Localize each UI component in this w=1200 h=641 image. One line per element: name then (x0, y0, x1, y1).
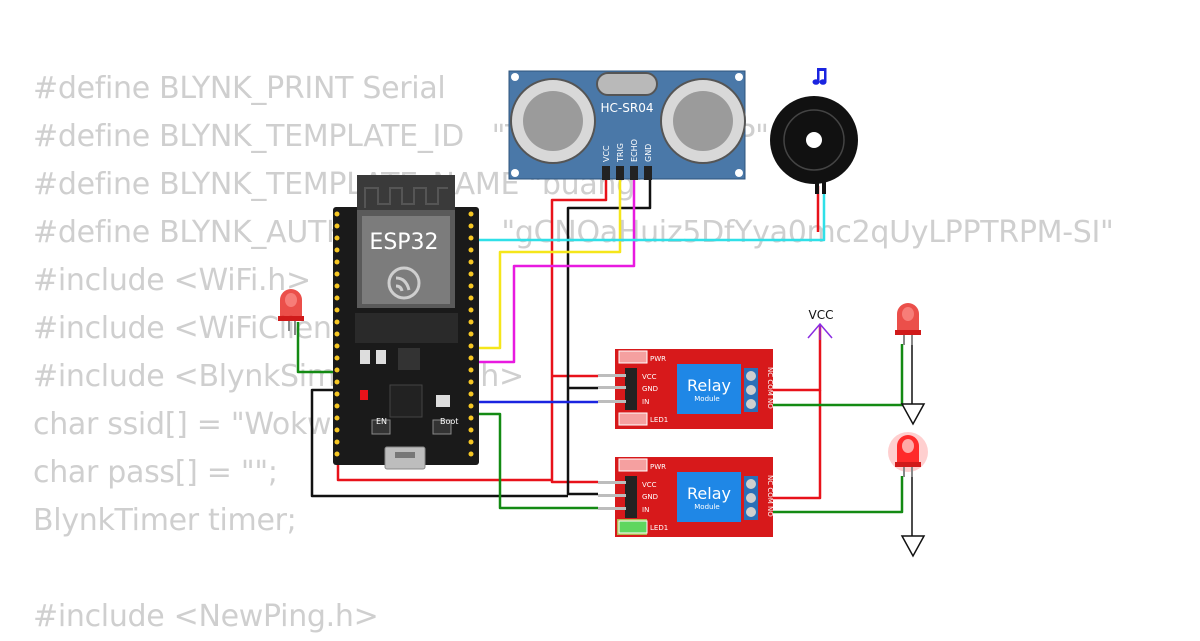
relay1-title: Relay (687, 376, 731, 395)
music-note-icon (812, 68, 827, 85)
relay-module-2[interactable]: PWR VCC GND IN Relay Module NC COM NO LE… (598, 457, 774, 537)
sensor-label: HC-SR04 (601, 101, 654, 115)
relay2-pin-gnd: GND (642, 493, 658, 501)
led-left[interactable] (278, 289, 304, 335)
ground-symbol-2 (900, 535, 926, 558)
sensor-pin-trig: TRIG (616, 143, 625, 163)
code-line: BlynkTimer timer; (33, 503, 297, 538)
vcc-symbol: VCC (807, 308, 834, 340)
code-line: char pass[] = ""; (33, 455, 278, 490)
wire-green-led-left (296, 322, 334, 374)
code-line: #define BLYNK_PRINT Serial (33, 71, 446, 106)
relay1-pin-in: IN (642, 398, 649, 406)
relay1-pin-vcc: VCC (642, 373, 657, 381)
code-line: #include <WiFi.h> (33, 263, 311, 298)
esp32-en-label: EN (376, 417, 387, 426)
wire-black-sensor-gnd (566, 178, 652, 496)
wire-red-sensor-vcc (550, 178, 608, 484)
relay2-subtitle: Module (694, 503, 719, 511)
ground-symbol-1 (900, 403, 926, 426)
relay1-led-label: LED1 (650, 416, 668, 424)
wire-yellow-trig (470, 178, 622, 350)
wire-red-relay2-com (752, 390, 822, 500)
sensor-pin-gnd: GND (644, 144, 653, 162)
wire-black-esp-gnd (310, 388, 568, 498)
relay2-pin-in: IN (642, 506, 649, 514)
esp32-board[interactable]: ESP32 EN Boot (333, 175, 479, 470)
relay1-terminals: NC COM NO (766, 367, 774, 409)
buzzer[interactable] (770, 96, 858, 194)
wire-red-esp-3v3 (336, 458, 552, 482)
wire-green-relay2-in (470, 412, 598, 510)
relay2-led-label: LED1 (650, 524, 668, 532)
relay1-subtitle: Module (694, 395, 719, 403)
vcc-label: VCC (809, 308, 834, 322)
led-right-2[interactable] (888, 432, 928, 477)
esp32-boot-label: Boot (440, 417, 458, 426)
wire-green-relay2-led (752, 476, 904, 514)
relay2-terminals: NC COM NO (766, 475, 774, 517)
relay1-pin-gnd: GND (642, 385, 658, 393)
sensor-pin-vcc: VCC (602, 145, 611, 162)
relay1-pwr-label: PWR (650, 355, 666, 363)
wire-magenta-echo (470, 178, 636, 364)
relay-module-1[interactable]: PWR VCC GND IN Relay Module NC COM NO LE… (598, 349, 774, 429)
code-line: #include <NewPing.h> (33, 599, 379, 634)
led-right-1[interactable] (895, 303, 921, 345)
relay2-pin-vcc: VCC (642, 481, 657, 489)
relay2-pwr-label: PWR (650, 463, 666, 471)
hc-sr04-sensor[interactable]: HC-SR04 VCC TRIG ECHO GND (508, 70, 746, 180)
esp32-label: ESP32 (369, 230, 438, 255)
wires (296, 178, 913, 536)
wire-cyan-buzzer (470, 186, 826, 242)
espressif-logo-icon (387, 266, 421, 300)
code-background: #define BLYNK_PRINT Serial#define BLYNK_… (33, 65, 1114, 641)
sensor-pin-echo: ECHO (630, 139, 639, 162)
relay2-title: Relay (687, 484, 731, 503)
